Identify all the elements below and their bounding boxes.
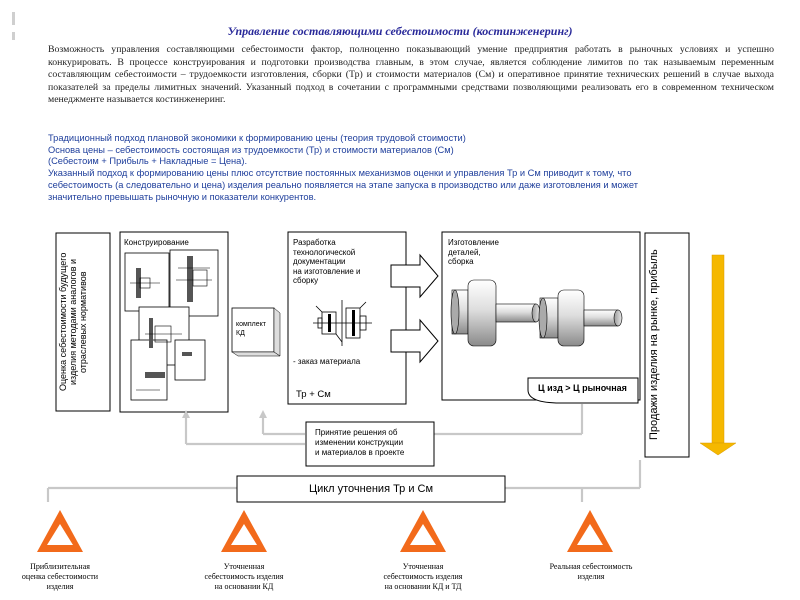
bottom-label-1-line-2: оценка себестоимости bbox=[21, 572, 99, 581]
tr-cm-label: Тр + См bbox=[296, 389, 331, 400]
decision-line-3: и материалов в проекте bbox=[315, 448, 405, 457]
blue-text-line-4: Указанный подход к формированию цены плю… bbox=[48, 168, 632, 179]
triangle-2-icon bbox=[221, 510, 267, 552]
triangle-4-icon bbox=[567, 510, 613, 552]
tech-title: Разработка технологической документации … bbox=[293, 238, 403, 286]
bottom-label-2-line-1: Уточненная bbox=[223, 562, 265, 571]
cost-compare-box bbox=[527, 377, 639, 404]
pricing-approach-text: Традиционный подход плановой экономики к… bbox=[48, 133, 778, 203]
slide-title: Управление составляющими себестоимости (… bbox=[227, 24, 573, 38]
triangle-1-icon bbox=[37, 510, 83, 552]
triangle-3-icon bbox=[400, 510, 446, 552]
sales-arrow bbox=[699, 254, 737, 456]
design-title: Конструирование bbox=[124, 238, 189, 247]
bottom-label-4: Реальная себестоимость изделия bbox=[521, 562, 661, 582]
intro-paragraph: Возможность управления составляющими себ… bbox=[48, 44, 774, 105]
blue-text-line-6: значительно превышать рыночную и показат… bbox=[48, 191, 317, 202]
kd-set-label: комплект КД bbox=[236, 321, 266, 337]
bottom-label-1-line-3: изделия bbox=[46, 582, 74, 591]
tech-title-line-1: Разработка bbox=[293, 238, 336, 247]
cost-compare-label: Ц изд > Ц рыночная bbox=[538, 383, 627, 393]
blue-text-line-2: Основа цены – себестоимость состоящая из… bbox=[48, 144, 454, 155]
decision-label: Принятие решения об изменении конструкци… bbox=[315, 428, 404, 458]
bottom-label-3: Уточненная себестоимость изделия на осно… bbox=[353, 562, 493, 592]
flow-arrows bbox=[390, 253, 439, 364]
estimate-box bbox=[55, 232, 111, 412]
blue-text-line-3: (Себестоим + Прибыль + Накладные = Цена)… bbox=[48, 156, 248, 167]
sales-label: Продажи изделия на рынке, прибыль bbox=[648, 249, 660, 441]
manufacture-title-line-2: деталей, bbox=[448, 247, 481, 257]
cycle-label: Цикл уточнения Тр и См bbox=[308, 483, 434, 495]
tech-title-line-5: сборку bbox=[293, 276, 319, 285]
part-2-icon bbox=[538, 289, 623, 347]
sales-box bbox=[644, 232, 690, 458]
material-order-label: - заказ материала bbox=[293, 357, 361, 366]
bottom-label-1-line-1: Приблизительная bbox=[30, 562, 90, 571]
connector-arrowheads bbox=[182, 410, 267, 418]
bottom-label-2-line-3: на основании КД bbox=[214, 582, 274, 591]
manufacture-title: Изготовление деталей, сборка bbox=[448, 238, 499, 267]
bottom-label-4-line-1: Реальная себестоимость bbox=[549, 562, 633, 571]
slide-left-markers bbox=[12, 12, 15, 40]
blue-text-line-5: себестоимость (а следовательно и цена) и… bbox=[48, 179, 638, 190]
bottom-label-1: Приблизительная оценка себестоимости изд… bbox=[0, 562, 130, 592]
bottom-label-3-line-3: на основании КД и ТД bbox=[384, 582, 462, 591]
manufacture-title-line-1: Изготовление bbox=[448, 238, 499, 247]
decision-line-1: Принятие решения об bbox=[315, 428, 398, 437]
bottom-label-3-line-1: Уточненная bbox=[402, 562, 444, 571]
tech-title-line-4: на изготовление и bbox=[293, 266, 361, 276]
tech-title-line-2: технологической bbox=[293, 247, 356, 257]
technology-panel bbox=[287, 231, 407, 405]
bottom-label-2: Уточненная себестоимость изделия на осно… bbox=[174, 562, 314, 592]
part-1-icon bbox=[450, 279, 541, 347]
manufacture-title-line-3: сборка bbox=[448, 257, 474, 266]
bottom-label-4-line-2: изделия bbox=[577, 572, 605, 581]
decision-box bbox=[305, 421, 435, 467]
drawings-icon bbox=[124, 249, 219, 401]
bottom-label-2-line-2: себестоимость изделия bbox=[204, 572, 284, 581]
blue-text-line-1: Традиционный подход плановой экономики к… bbox=[48, 133, 466, 143]
cost-triangles bbox=[37, 510, 613, 552]
bottom-label-3-line-2: себестоимость изделия bbox=[383, 572, 463, 581]
tech-title-line-3: документации bbox=[293, 257, 346, 266]
tech-drawing-icon bbox=[313, 300, 372, 346]
decision-line-2: изменении конструкции bbox=[315, 438, 404, 447]
estimate-box-label: Оценка себестоимости будущего изделия ме… bbox=[58, 252, 88, 392]
cycle-box bbox=[236, 475, 506, 503]
